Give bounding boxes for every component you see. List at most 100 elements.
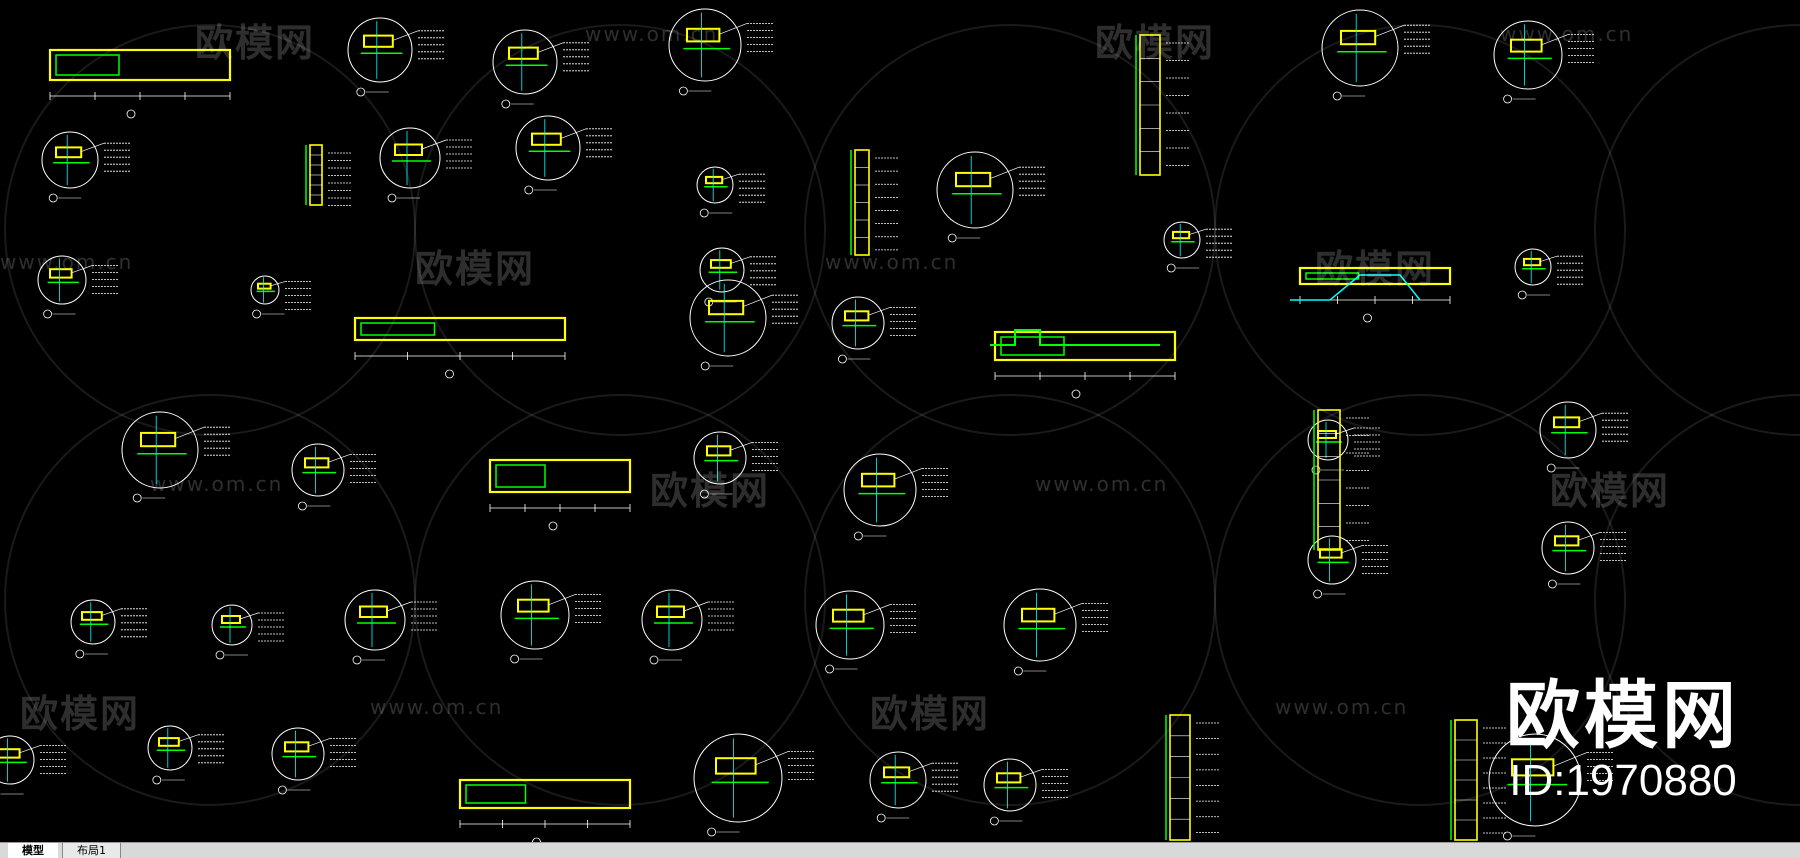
detail-profile [49,268,73,279]
detail-callout-circle [37,255,87,305]
detail-profile [1523,257,1542,267]
detail-tag-bubble [132,493,142,503]
detail-callout-circle [0,735,35,785]
detail-callout-circle [1541,521,1595,575]
watermark-circle [1594,24,1800,436]
detail-callout-circle [250,275,280,305]
section-profile [488,458,632,494]
tab-layout-1[interactable]: 布局1 [62,843,121,858]
section-tag-bubble [1363,313,1372,323]
detail-profile [656,605,685,618]
leader-line [421,139,447,150]
leader-line [239,612,259,620]
layout-tab-bar: 模型 布局1 [0,842,1800,858]
leader-line [909,762,933,772]
leader-line [868,307,891,316]
detail-profile [158,737,180,747]
leader-line [1375,24,1405,37]
leader-line [730,442,753,451]
detail-profile [0,748,21,759]
detail-tag-bubble [352,655,362,665]
section-inner-profile [495,464,546,488]
detail-profile [363,34,394,48]
detail-tag-bubble [152,775,162,785]
leader-line [71,265,93,274]
detail-callout-circle [271,727,325,781]
section-profile [48,48,232,82]
detail-profile [517,598,550,613]
detail-tag-bubble [387,193,397,203]
detail-tag-bubble [1332,91,1342,101]
detail-callout-circle [70,599,116,645]
detail-tag-bubble [1313,589,1322,599]
detail-tag-bubble [700,361,710,371]
detail-callout-circle [1539,401,1597,459]
detail-tag-bubble [876,813,886,823]
leader-line [894,468,923,480]
detail-callout-circle [699,247,745,293]
leader-line [392,30,419,41]
leader-line [719,23,748,35]
leader-line [863,604,891,616]
detail-callout-circle [347,17,413,83]
detail-tag-bubble [356,87,366,97]
detail-profile [140,431,177,448]
leader-line [19,745,41,754]
detail-profile [1511,758,1555,777]
section-inner-profile [1305,272,1360,280]
detail-profile [706,445,732,457]
detail-callout-circle [211,604,253,646]
detail-profile [1021,607,1056,623]
detail-tag-bubble [75,649,85,659]
leader-line [548,594,576,606]
detail-callout-circle [344,589,406,651]
detail-profile [531,132,562,146]
detail-profile [1317,430,1337,439]
leader-line [1578,532,1601,541]
section-tag-bubble [548,521,558,531]
id-badge: 欧模网 ID:1970880 [1506,676,1740,806]
detail-tag-bubble [825,664,834,674]
detail-profile [883,766,911,779]
detail-tag-bubble [1311,465,1321,475]
detail-profile [1553,416,1581,429]
detail-callout-circle [1493,20,1563,90]
detail-tag-bubble [649,655,659,665]
detail-callout-circle [831,296,885,350]
leader-line [386,601,412,612]
detail-callout-circle [693,733,783,823]
leader-line [1341,545,1363,554]
detail-callout-circle [1307,419,1349,461]
detail-callout-circle [1514,248,1552,286]
detail-callout-circle [291,443,345,497]
detail-profile [55,146,83,159]
detail-tag-bubble [277,785,287,795]
section-tag-bubble [532,837,541,842]
detail-tag-bubble [1546,463,1556,473]
detail-profile [508,46,539,60]
watermark-circle [804,394,1216,806]
badge-id: ID:1970880 [1509,756,1737,805]
watermark-circle [414,24,826,436]
leader-line [328,454,351,463]
detail-callout-circle [689,279,767,357]
detail-tag-bubble [707,827,716,837]
detail-profile [710,259,732,269]
detail-profile [1340,29,1377,46]
detail-callout-circle [492,29,558,95]
detail-callout-circle [936,151,1014,229]
detail-profile [844,310,870,322]
leader-line [308,738,331,747]
detail-tag-bubble [947,233,957,243]
section-profile [1298,266,1452,286]
detail-tag-bubble [838,354,847,364]
tab-model[interactable]: 模型 [8,843,58,858]
leader-line [1189,228,1207,235]
detail-profile [996,772,1022,784]
leader-line [175,426,205,439]
detail-tag-bubble [524,185,534,195]
detail-tag-bubble [501,99,511,109]
leader-line [1553,752,1588,767]
detail-tag-bubble [1503,831,1512,841]
